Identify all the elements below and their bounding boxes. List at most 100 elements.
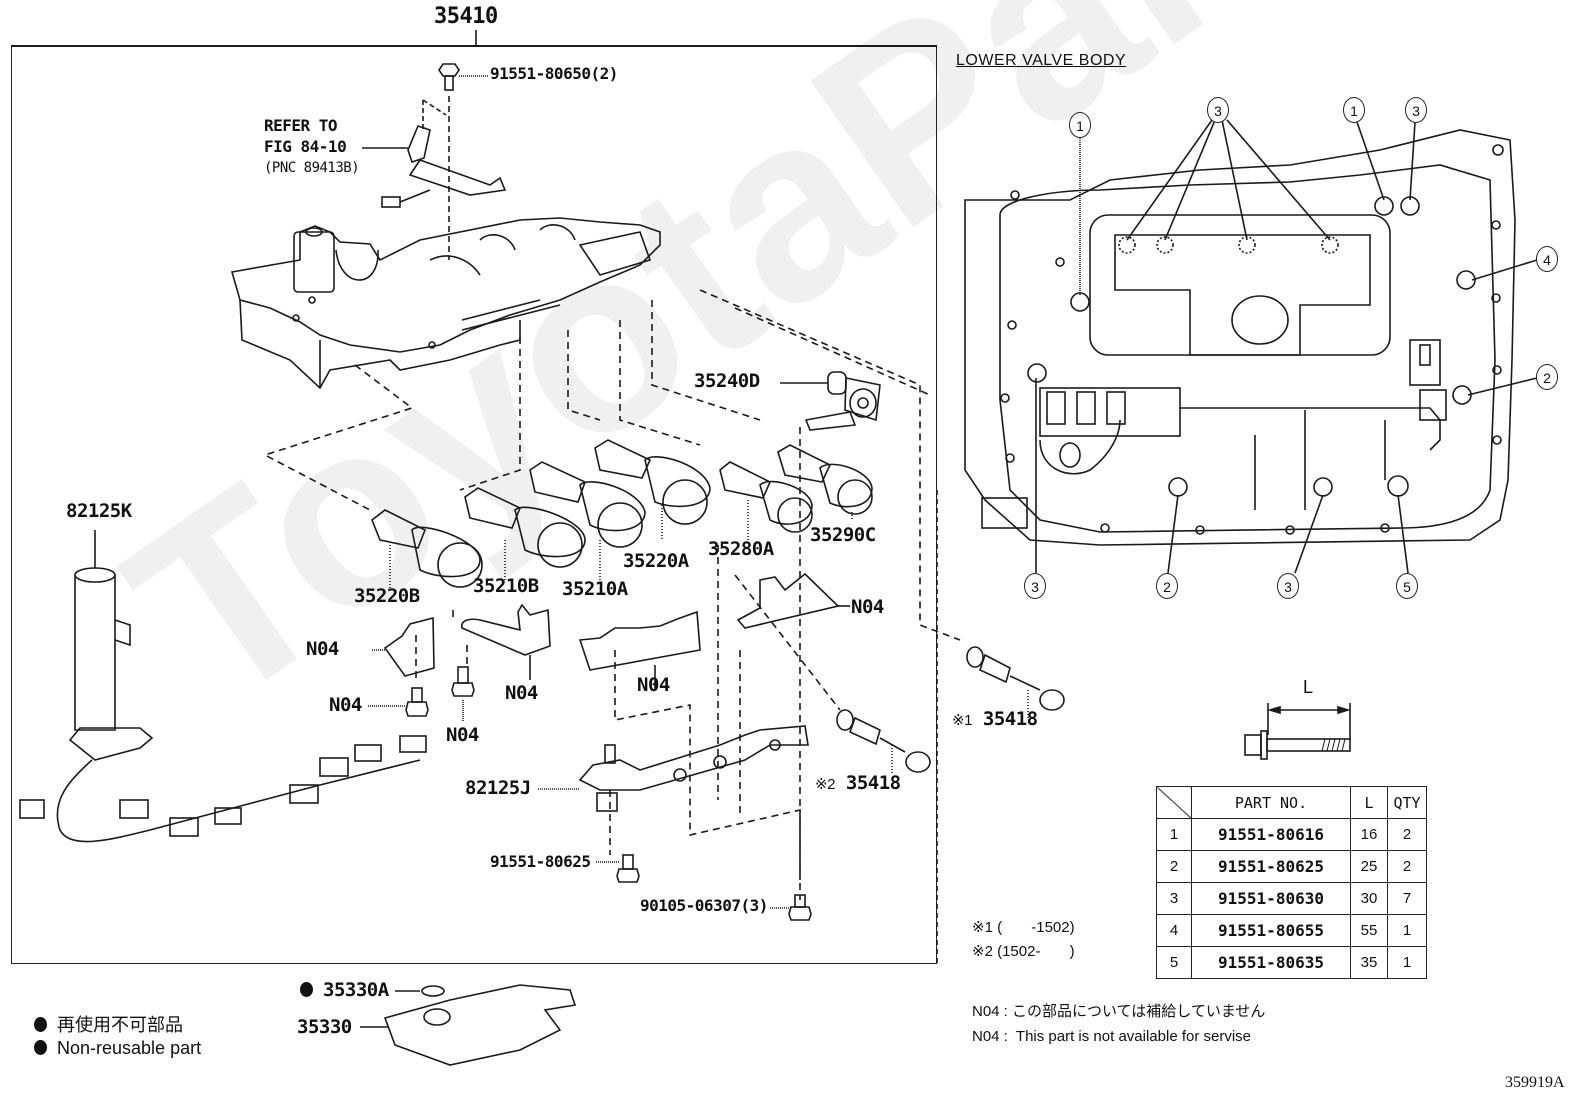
bolt-callout[interactable]: 2: [1536, 364, 1558, 390]
part-label-35220A[interactable]: 35220A: [623, 550, 689, 572]
lower-valve-body-title: LOWER VALVE BODY: [956, 52, 1127, 69]
assembly-dashed-leaders: [262, 289, 961, 900]
row-part-number[interactable]: 91551-80635: [1191, 946, 1351, 979]
bolt-n04-f: [451, 666, 475, 722]
table-header-length: L: [1350, 786, 1388, 819]
part-label-35280A[interactable]: 35280A: [708, 538, 774, 560]
bolt-callout[interactable]: 5: [1396, 573, 1418, 599]
bolt-spec-table: PART NO. L QTY 1 91551-80616 16 2 2 9155…: [1156, 786, 1427, 979]
solenoid-35240D: [780, 371, 881, 431]
harness-82125J: [538, 725, 809, 812]
detent-spring-bracket: [362, 99, 507, 208]
solenoid-35210A: [529, 461, 646, 580]
part-label-35330[interactable]: 35330: [297, 1016, 352, 1038]
part-label-n04-bracket-right[interactable]: N04: [851, 596, 884, 618]
part-label-35220B[interactable]: 35220B: [354, 585, 420, 607]
solenoid-35220A: [594, 439, 711, 540]
serial-mark-1: ※1: [952, 712, 972, 729]
part-label-35210B[interactable]: 35210B: [473, 575, 539, 597]
part-label-35290C[interactable]: 35290C: [810, 524, 876, 546]
part-label-35418-serial1: ※1 35418: [952, 708, 1038, 730]
refer-label-line3: (PNC 89413B): [264, 160, 360, 176]
bracket-n04-d: [736, 572, 850, 629]
bolt-callout[interactable]: 4: [1536, 246, 1558, 272]
part-label-35240D[interactable]: 35240D: [694, 370, 760, 392]
bolt-length-label: L: [1303, 677, 1314, 697]
row-qty: 1: [1387, 946, 1427, 979]
part-number-35418-1[interactable]: 35418: [982, 708, 1038, 730]
row-part-number[interactable]: 91551-80655: [1191, 914, 1351, 947]
part-label-91551-80625[interactable]: 91551-80625: [490, 852, 591, 871]
legend-non-reusable-jp: 再使用不可部品: [34, 1011, 183, 1037]
bolt-dimension-drawing: [1244, 703, 1351, 760]
part-label-82125J[interactable]: 82125J: [465, 777, 531, 799]
part-label-35330A: 35330A: [300, 979, 389, 1001]
table-header-row: PART NO. L QTY: [1156, 786, 1427, 819]
refer-label-line2[interactable]: FIG 84-10: [264, 137, 347, 156]
row-number: 3: [1156, 882, 1192, 915]
bolt-n04-e: [368, 687, 429, 717]
legend-non-reusable-en: Non-reusable part: [34, 1038, 201, 1059]
bolt-callout[interactable]: 1: [1343, 97, 1365, 123]
non-reusable-dot-icon: [34, 1040, 47, 1055]
figure-id: 359919A: [1505, 1074, 1565, 1091]
part-label-n04-bolt-center[interactable]: N04: [446, 724, 479, 746]
part-number-35330A[interactable]: 35330A: [323, 979, 389, 1001]
serial-mark-2: ※2: [815, 776, 835, 793]
solenoid-35220B: [371, 509, 483, 590]
bracket-n04-a: [372, 616, 435, 677]
serial-note-2: ※2 (1502- ): [972, 943, 1075, 960]
bolt-91551-80650: [438, 63, 488, 260]
part-label-35418-serial2: ※2 35418: [815, 772, 901, 794]
sensor-82125K: [19, 530, 427, 843]
part-label-n04-bracket-left[interactable]: N04: [306, 638, 339, 660]
row-qty: 2: [1387, 818, 1427, 851]
row-length: 35: [1350, 946, 1388, 979]
row-number: 1: [1156, 818, 1192, 851]
row-length: 30: [1350, 882, 1388, 915]
bolt-callout[interactable]: 3: [1207, 97, 1229, 123]
table-header-corner: [1156, 786, 1192, 819]
serial-note-1: ※1 ( -1502): [972, 919, 1075, 936]
bracket-n04-c: [578, 610, 701, 690]
solenoid-35280A: [719, 461, 813, 540]
row-part-number[interactable]: 91551-80630: [1191, 882, 1351, 915]
row-part-number[interactable]: 91551-80625: [1191, 850, 1351, 883]
row-number: 2: [1156, 850, 1192, 883]
bolt-callout[interactable]: 3: [1277, 573, 1299, 599]
table-row: 1 91551-80616 16 2: [1156, 818, 1427, 851]
n04-note-japanese: N04 : この部品については補給していません: [972, 1003, 1266, 1020]
bolt-callout[interactable]: 3: [1024, 573, 1046, 599]
row-qty: 1: [1387, 914, 1427, 947]
bolt-callout[interactable]: 3: [1405, 97, 1427, 123]
part-number-35418-2[interactable]: 35418: [845, 772, 901, 794]
n04-note-english: N04 : This part is not available for ser…: [972, 1028, 1252, 1045]
part-label-82125K[interactable]: 82125K: [66, 500, 132, 522]
refer-label-line1: REFER TO: [264, 116, 338, 135]
pipe-35418-1: [966, 646, 1065, 720]
table-row: 2 91551-80625 25 2: [1156, 850, 1427, 883]
row-number: 4: [1156, 914, 1192, 947]
bolt-callout[interactable]: 1: [1069, 112, 1091, 138]
non-reusable-dot-icon: [300, 982, 313, 997]
table-header-qty: QTY: [1387, 786, 1427, 819]
row-length: 16: [1350, 818, 1388, 851]
assembly-number-label[interactable]: 35410: [434, 4, 498, 29]
part-label-n04-plate[interactable]: N04: [637, 674, 670, 696]
part-label-90105-06307[interactable]: 90105-06307(3): [640, 896, 768, 915]
row-qty: 2: [1387, 850, 1427, 883]
bolt-90105-06307: [770, 894, 812, 921]
bolt-callout[interactable]: 2: [1156, 573, 1178, 599]
part-label-n04-bolt-left[interactable]: N04: [329, 694, 362, 716]
valve-body: [230, 217, 661, 390]
strainer-35330: [360, 984, 577, 1066]
pipe-35418-2: [836, 709, 931, 775]
part-label-91551-80650[interactable]: 91551-80650(2): [490, 64, 618, 83]
row-part-number[interactable]: 91551-80616: [1191, 818, 1351, 851]
table-row: 3 91551-80630 30 7: [1156, 882, 1427, 915]
part-label-n04-bracket-center[interactable]: N04: [505, 682, 538, 704]
part-label-35210A[interactable]: 35210A: [562, 578, 628, 600]
table-header-part-no: PART NO.: [1191, 786, 1351, 819]
non-reusable-dot-icon: [34, 1017, 47, 1032]
